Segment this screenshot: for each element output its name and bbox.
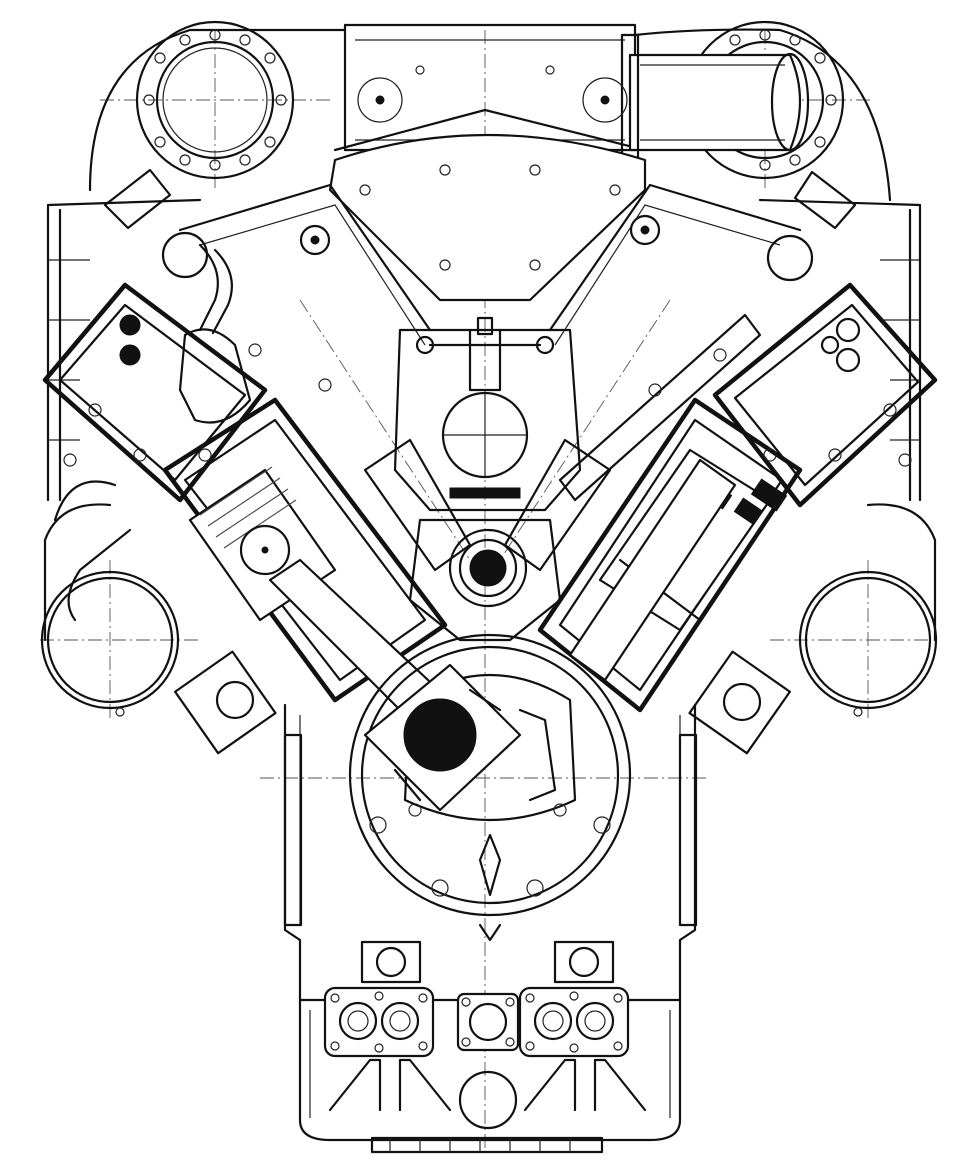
right-cylinder-bank (537, 282, 938, 713)
center-v-assembly (363, 316, 612, 642)
oil-pump-center (456, 992, 520, 1052)
oil-pump-left (323, 940, 435, 1058)
center-top-housing (328, 65, 647, 302)
upper-side-arms (103, 168, 857, 346)
lower-side-flanges (40, 503, 938, 717)
top-left-flange (135, 20, 295, 180)
top-right-flange (620, 20, 845, 180)
oil-sump (298, 998, 682, 1154)
engine-block-outline (46, 23, 922, 502)
oil-pump-right (518, 940, 630, 1058)
crankcase (174, 633, 791, 1002)
left-cylinder-bank (42, 243, 462, 742)
